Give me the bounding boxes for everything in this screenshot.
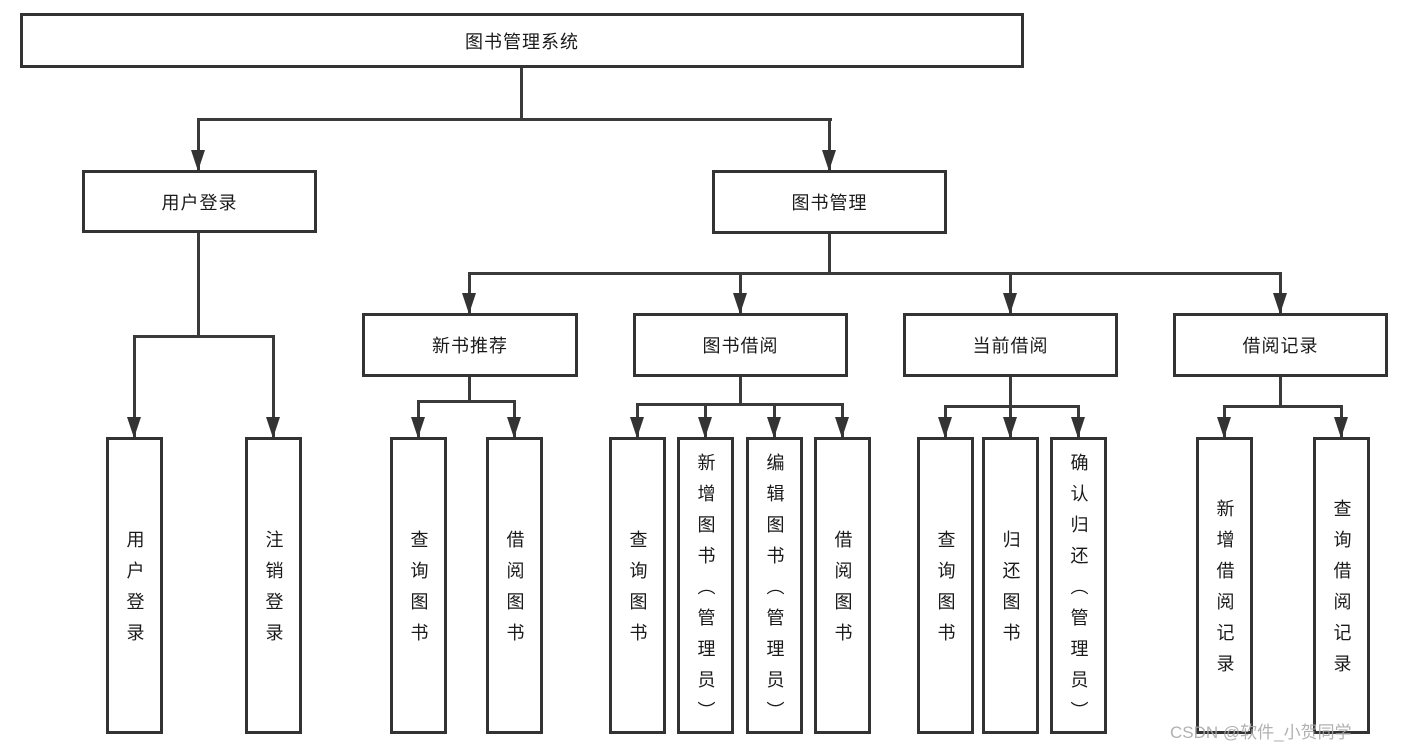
node-label: 查询图书 <box>935 530 956 654</box>
node-leaf-edit-book-admin: 编辑图书（管理员） <box>746 437 803 734</box>
arrowhead-down-icon <box>411 417 425 438</box>
connector-line <box>197 118 832 121</box>
node-label: 借阅记录 <box>1242 336 1319 356</box>
node-leaf-query-books-borrow: 查询图书 <box>609 437 666 734</box>
arrowhead-down-icon <box>698 417 712 438</box>
node-label: 新增借阅记录 <box>1214 499 1235 685</box>
node-label: 查询图书 <box>627 530 648 654</box>
node-book-management: 图书管理 <box>712 170 947 234</box>
node-library-management-system: 图书管理系统 <box>20 13 1024 68</box>
connector-line <box>1279 272 1282 313</box>
arrowhead-down-icon <box>733 293 747 314</box>
node-leaf-add-book-admin: 新增图书（管理员） <box>677 437 734 734</box>
connector-line <box>468 272 1281 275</box>
node-leaf-confirm-return-admin: 确认归还（管理员） <box>1050 437 1107 734</box>
connector-line <box>197 118 200 170</box>
connector-line <box>133 335 136 437</box>
node-leaf-logout: 注销登录 <box>245 437 302 734</box>
node-label: 查询图书 <box>408 530 429 654</box>
node-label: 图书管理 <box>791 193 868 213</box>
node-label: 图书管理系统 <box>465 31 579 52</box>
connector-line <box>133 335 274 338</box>
node-leaf-query-books-recommend: 查询图书 <box>390 437 447 734</box>
node-book-borrow: 图书借阅 <box>633 313 848 377</box>
node-label: 归还图书 <box>1000 530 1021 654</box>
node-leaf-add-borrow-record: 新增借阅记录 <box>1196 437 1253 734</box>
arrowhead-down-icon <box>835 417 849 438</box>
connector-line <box>1009 377 1012 405</box>
arrowhead-down-icon <box>507 417 521 438</box>
watermark-text: CSDN @软件_小贺同学 <box>1170 723 1352 742</box>
connector-line <box>739 272 742 313</box>
node-label: 借阅图书 <box>832 530 853 654</box>
node-label: 查询借阅记录 <box>1331 499 1352 685</box>
connector-line <box>739 377 742 403</box>
connector-line <box>636 403 844 406</box>
node-label: 编辑图书（管理员） <box>764 452 785 732</box>
arrowhead-down-icon <box>1217 417 1231 438</box>
node-leaf-return-book: 归还图书 <box>982 437 1039 734</box>
arrowhead-down-icon <box>822 150 836 171</box>
node-borrow-records: 借阅记录 <box>1173 313 1388 377</box>
arrowhead-down-icon <box>1071 417 1085 438</box>
arrowhead-down-icon <box>127 417 141 438</box>
arrowhead-down-icon <box>462 293 476 314</box>
node-leaf-query-books-current: 查询图书 <box>917 437 974 734</box>
node-leaf-user-login: 用户登录 <box>106 437 163 734</box>
node-leaf-query-borrow-record: 查询借阅记录 <box>1313 437 1370 734</box>
connector-line <box>828 234 831 272</box>
node-label: 新增图书（管理员） <box>695 452 716 732</box>
connector-line <box>1009 272 1012 313</box>
node-label: 借阅图书 <box>504 530 525 654</box>
connector-line <box>1223 405 1342 408</box>
connector-line <box>520 68 523 118</box>
connector-line <box>1279 377 1282 405</box>
connector-line <box>828 118 831 170</box>
connector-line <box>468 377 471 400</box>
node-user-login-branch: 用户登录 <box>82 170 317 233</box>
connector-line <box>272 335 275 437</box>
arrowhead-down-icon <box>1003 417 1017 438</box>
arrowhead-down-icon <box>1334 417 1348 438</box>
node-new-book-recommend: 新书推荐 <box>362 313 578 377</box>
node-label: 用户登录 <box>161 192 238 213</box>
node-leaf-borrow-books: 借阅图书 <box>814 437 871 734</box>
node-label: 用户登录 <box>124 530 145 654</box>
arrowhead-down-icon <box>1003 293 1017 314</box>
connector-line <box>944 405 1080 408</box>
connector-line <box>417 400 516 403</box>
node-label: 确认归还（管理员） <box>1068 452 1089 732</box>
arrowhead-down-icon <box>630 417 644 438</box>
node-label: 当前借阅 <box>972 336 1049 356</box>
arrowhead-down-icon <box>938 417 952 438</box>
node-label: 图书借阅 <box>702 336 779 356</box>
node-label: 注销登录 <box>263 530 284 654</box>
node-leaf-borrow-books-recommend: 借阅图书 <box>486 437 543 734</box>
arrowhead-down-icon <box>266 417 280 438</box>
connector-line <box>197 233 200 335</box>
connector-line <box>468 272 471 313</box>
arrowhead-down-icon <box>1273 293 1287 314</box>
node-current-borrow: 当前借阅 <box>903 313 1118 377</box>
arrowhead-down-icon <box>767 417 781 438</box>
node-label: 新书推荐 <box>432 336 508 356</box>
arrowhead-down-icon <box>191 150 205 171</box>
